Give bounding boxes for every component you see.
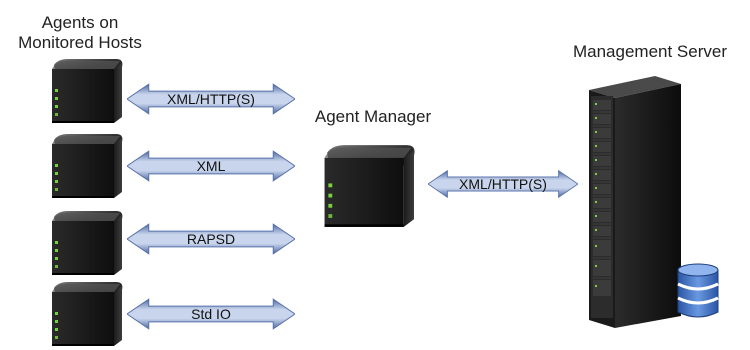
server-box-icon [45,278,127,350]
agent-manager-node [316,140,420,232]
connection-label-2: XML [196,158,226,174]
agent-manager-label: Agent Manager [314,107,432,126]
server-box-icon [45,55,127,127]
database-icon [677,263,719,318]
agent-host-4 [45,278,127,345]
connection-label-3: RAPSD [186,231,236,247]
server-box-icon [45,207,127,279]
database [676,262,720,320]
agents-heading-line2: Monitored Hosts [18,33,142,52]
management-server-label: Management Server [572,42,728,61]
agent-host-1 [45,55,127,127]
connection-label-5: XML/HTTP(S) [459,176,547,192]
management-server-rack [585,70,685,332]
connection-arrow-2: XML [127,149,295,183]
agents-heading: Agents on Monitored Hosts [0,13,160,53]
connection-label-1: XML/HTTP(S) [167,91,255,107]
connection-arrow-3: RAPSD [127,222,295,256]
server-box-icon [45,130,127,202]
agent-host-2 [45,130,127,202]
rack-server-icon [589,76,681,328]
connection-arrow-4: Std IO [127,297,295,331]
agents-heading-line1: Agents on [41,13,119,32]
connection-arrow-1: XML/HTTP(S) [127,82,295,116]
connection-label-4: Std IO [191,306,231,322]
agent-host-3 [45,207,127,279]
connection-arrow-5: XML/HTTP(S) [428,168,578,200]
server-box-icon [316,140,420,232]
